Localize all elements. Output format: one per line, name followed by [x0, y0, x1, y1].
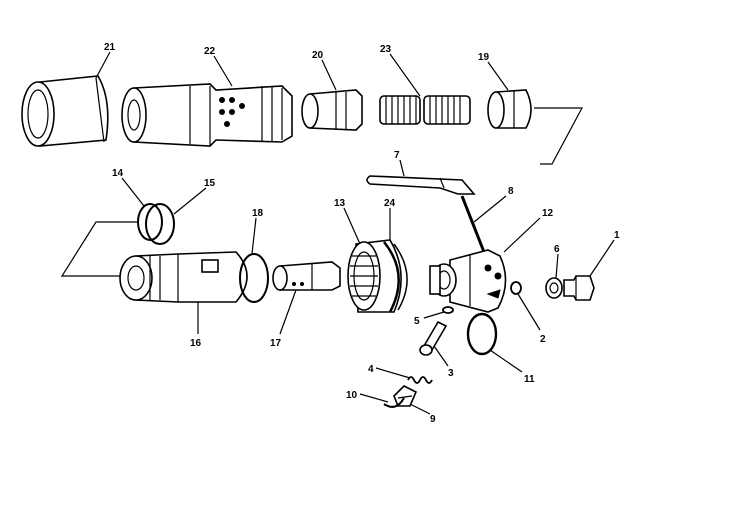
callout-13: 13	[334, 198, 346, 209]
callout-8: 8	[508, 186, 514, 197]
part-5-ring	[442, 306, 454, 314]
part-21-sleeve	[21, 75, 109, 147]
callout-15: 15	[204, 178, 216, 189]
assembly-line-left	[60, 221, 138, 277]
part-3-valve-stem	[419, 320, 448, 356]
callout-20: 20	[312, 50, 324, 61]
callout-9: 9	[430, 414, 436, 425]
callout-5: 5	[414, 316, 420, 327]
callout-10: 10	[346, 390, 358, 401]
callout-24: 24	[384, 198, 396, 209]
callout-7: 7	[394, 150, 400, 161]
part-1-plug	[563, 275, 595, 301]
callout-3: 3	[448, 368, 454, 379]
callout-12: 12	[542, 208, 554, 219]
part-10-retaining-ring	[383, 397, 405, 408]
callout-22: 22	[204, 46, 216, 57]
callout-18: 18	[252, 208, 264, 219]
part-9-seat	[393, 385, 418, 407]
part-22-housing	[121, 83, 293, 147]
callout-21: 21	[104, 42, 116, 53]
part-16-cylinder	[119, 251, 248, 303]
callout-1: 1	[614, 230, 620, 241]
callout-2: 2	[540, 334, 546, 345]
part-23-bearings	[379, 95, 471, 125]
callout-labels: 21 22 20 23 19 14 15 18 13 24 7 8 12 6 1…	[104, 42, 620, 425]
part-2-washer	[510, 281, 522, 295]
part-19-cap	[487, 89, 532, 129]
assembly-line-top	[534, 107, 584, 165]
part-4-spring	[407, 376, 433, 384]
part-13-nut	[347, 239, 402, 313]
callout-19: 19	[478, 52, 490, 63]
part-6-fitting	[545, 277, 563, 299]
leader-lines	[95, 51, 615, 415]
part-20-bushing	[301, 89, 363, 131]
part-12-valve-body	[429, 249, 507, 313]
callout-14: 14	[112, 168, 124, 179]
part-8-pin	[460, 195, 486, 253]
callout-23: 23	[380, 44, 392, 55]
part-11-o-ring	[466, 312, 498, 356]
callout-17: 17	[270, 338, 282, 349]
part-7-lever	[366, 175, 476, 195]
callout-6: 6	[554, 244, 560, 255]
callout-4: 4	[368, 364, 374, 375]
part-24-ring	[383, 241, 408, 313]
callout-11: 11	[524, 374, 535, 385]
part-17-spindle	[272, 261, 341, 291]
callout-16: 16	[190, 338, 202, 349]
part-15-o-ring	[145, 203, 175, 245]
part-18-ring	[239, 253, 269, 303]
